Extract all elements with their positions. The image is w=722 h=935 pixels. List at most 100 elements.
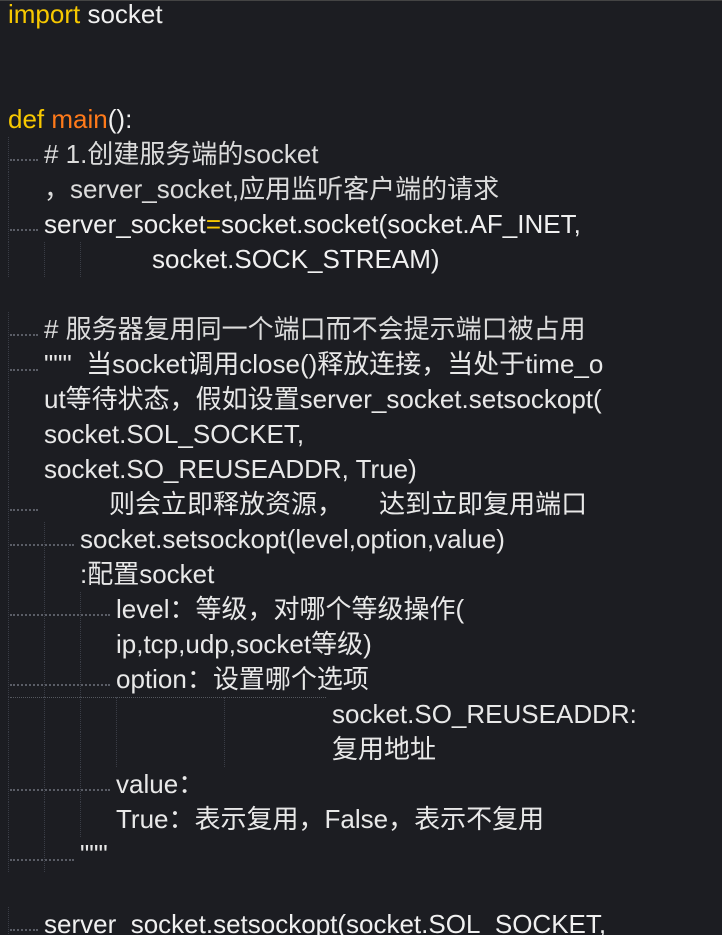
indent-guide <box>8 382 9 417</box>
code-line[interactable]: socket.SOCK_STREAM) <box>0 242 722 277</box>
indent-guide <box>8 592 9 627</box>
indent-guide <box>8 522 9 557</box>
code-token-str: True：表示复用，False，表示不复用 <box>116 804 545 834</box>
code-line[interactable]: server_socket.setsockopt(socket.SOL_SOCK… <box>0 907 722 935</box>
code-line[interactable]: server_socket=socket.socket(socket.AF_IN… <box>0 207 722 242</box>
code-token-comment: # 1.创建服务端的socket <box>44 139 319 169</box>
code-text: socket.SO_REUSEADDR, True) <box>44 452 417 487</box>
code-token-plain: (): <box>107 104 133 134</box>
code-line[interactable]: value： <box>0 767 722 802</box>
code-token-plain: socket.SOCK_STREAM) <box>152 244 440 274</box>
code-line[interactable]: # 服务器复用同一个端口而不会提示端口被占用 <box>0 312 722 347</box>
code-line[interactable]: import socket <box>0 0 722 32</box>
indent-guide <box>8 242 9 277</box>
indent-guide <box>224 697 225 767</box>
code-line[interactable]: socket.SOL_SOCKET, <box>0 417 722 452</box>
code-line[interactable]: ，server_socket,应用监听客户端的请求 <box>0 172 722 207</box>
indent-guide <box>8 907 9 935</box>
indent-guide <box>8 452 9 487</box>
code-token-plain: socket <box>80 0 163 29</box>
code-token-kw: def <box>8 104 45 134</box>
indent-guide <box>8 487 9 522</box>
code-line[interactable]: socket.SO_REUSEADDR: <box>0 697 722 767</box>
indent-guide <box>44 592 45 627</box>
code-line[interactable]: level：等级，对哪个等级操作( <box>0 592 722 627</box>
indent-guide <box>8 207 9 242</box>
code-token-str: socket.SO_REUSEADDR: <box>332 699 637 729</box>
code-line[interactable]: 则会立即释放资源， 达到立即复用端口 <box>0 487 722 522</box>
indent-guide <box>80 592 81 627</box>
indent-guide <box>44 732 45 767</box>
code-line[interactable]: option：设置哪个选项 <box>0 662 722 697</box>
code-line[interactable] <box>0 872 722 907</box>
code-line[interactable]: socket.setsockopt(level,option,value) <box>0 522 722 557</box>
code-line[interactable]: """ <box>0 837 722 872</box>
indent-guide <box>80 697 81 732</box>
indent-guide <box>8 732 9 767</box>
code-text: socket.setsockopt(level,option,value) <box>80 522 505 557</box>
code-line[interactable] <box>0 67 722 102</box>
code-text: 复用地址 <box>332 732 436 767</box>
code-text: ip,tcp,udp,socket等级) <box>116 627 372 662</box>
indent-guide <box>80 242 81 277</box>
whitespace-marker <box>10 614 110 616</box>
code-token-str: socket.SOL_SOCKET, <box>44 419 305 449</box>
indent-guide <box>8 697 9 732</box>
whitespace-marker <box>10 684 110 686</box>
code-text: option：设置哪个选项 <box>116 662 369 697</box>
indent-guide <box>80 732 81 767</box>
code-line[interactable]: def main(): <box>0 102 722 137</box>
indent-guide <box>44 242 45 277</box>
whitespace-marker <box>10 859 74 861</box>
code-line[interactable]: ip,tcp,udp,socket等级) <box>0 627 722 662</box>
code-text: True：表示复用，False，表示不复用 <box>116 802 544 837</box>
indent-guide <box>8 417 9 452</box>
code-line[interactable]: """ 当socket调用close()释放连接，当处于time_o <box>0 347 722 382</box>
code-token-comment: ，server_socket,应用监听客户端的请求 <box>44 174 500 204</box>
code-line[interactable] <box>0 277 722 312</box>
code-line[interactable]: ut等待状态，假如设置server_socket.setsockopt( <box>0 382 722 417</box>
code-token-plain: server_socket.setsockopt(socket.SOL_SOCK… <box>44 909 607 935</box>
whitespace-marker <box>10 509 38 511</box>
code-text: socket.SO_REUSEADDR: <box>332 697 637 732</box>
code-token-str: value： <box>116 769 205 799</box>
code-text: ，server_socket,应用监听客户端的请求 <box>44 172 499 207</box>
indent-guide <box>44 662 45 697</box>
indent-guide <box>8 767 9 802</box>
whitespace-marker <box>10 229 38 231</box>
code-token-plain: server_socket <box>44 209 206 239</box>
code-line[interactable] <box>0 32 722 67</box>
indent-guide <box>8 837 9 872</box>
indent-guide <box>44 522 45 557</box>
whitespace-marker <box>10 334 38 336</box>
whitespace-marker <box>10 789 110 791</box>
code-text: socket.SOL_SOCKET, <box>44 417 304 452</box>
code-token-fn: main <box>51 104 108 134</box>
code-token-str: 复用地址 <box>332 734 437 764</box>
code-line[interactable]: :配置socket <box>0 557 722 592</box>
code-token-str: ut等待状态，假如设置server_socket.setsockopt( <box>44 384 602 414</box>
code-text: value： <box>116 767 204 802</box>
code-token-kw: import <box>8 0 81 29</box>
indent-guide <box>8 662 9 697</box>
code-text: server_socket=socket.socket(socket.AF_IN… <box>44 207 581 242</box>
indent-guide <box>116 697 117 767</box>
indent-guide <box>80 802 81 837</box>
whitespace-marker <box>10 159 38 161</box>
indent-guide <box>44 697 45 732</box>
indent-guide <box>8 557 9 592</box>
code-text: # 服务器复用同一个端口而不会提示端口被占用 <box>44 312 586 347</box>
indent-guide <box>44 767 45 802</box>
code-line[interactable]: socket.SO_REUSEADDR, True) <box>0 452 722 487</box>
code-text: ut等待状态，假如设置server_socket.setsockopt( <box>44 382 602 417</box>
code-text: server_socket.setsockopt(socket.SOL_SOCK… <box>44 907 606 935</box>
code-line[interactable]: 复用地址 <box>0 732 722 767</box>
indent-guide <box>8 137 9 172</box>
code-token-str: ip,tcp,udp,socket等级) <box>116 629 372 659</box>
indent-guide <box>8 802 9 837</box>
code-line[interactable]: # 1.创建服务端的socket <box>0 137 722 172</box>
indent-guide <box>8 627 9 662</box>
code-line[interactable]: True：表示复用，False，表示不复用 <box>0 802 722 837</box>
code-token-str: """ 当socket调用close()释放连接，当处于time_o <box>44 349 604 379</box>
